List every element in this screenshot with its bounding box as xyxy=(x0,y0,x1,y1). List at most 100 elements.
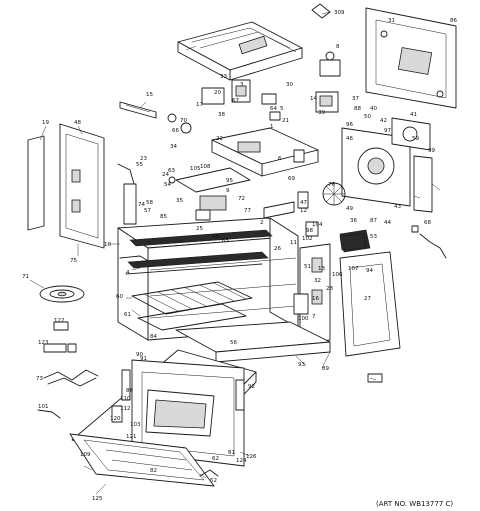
part-label: 76 xyxy=(328,182,335,188)
loose-parts-right xyxy=(339,225,447,383)
part-label: 71 xyxy=(22,274,29,280)
part-label: 64 xyxy=(270,106,277,112)
part-label: 53 xyxy=(370,234,377,240)
part-label: 89 xyxy=(322,366,329,372)
part-label: 81 xyxy=(228,450,235,456)
part-label: 112 xyxy=(120,406,131,412)
part-label: 62 xyxy=(212,456,219,462)
part-label: 47 xyxy=(300,200,307,206)
part-label: 9 xyxy=(226,188,230,194)
part-label: 102 xyxy=(302,236,313,242)
part-label: 66 xyxy=(172,128,179,134)
part-label: 125 xyxy=(92,496,103,502)
part-label: 120 xyxy=(110,416,121,422)
part-label: 84 xyxy=(150,334,157,340)
part-label: 51 xyxy=(304,264,311,270)
part-label: 122 xyxy=(54,318,65,324)
part-label: 59 xyxy=(412,136,419,142)
part-label: 109 xyxy=(80,452,91,458)
part-label: 73 xyxy=(36,376,43,382)
part-label: 123 xyxy=(38,340,49,346)
leader-lines xyxy=(29,11,441,495)
part-label: 103 xyxy=(130,422,141,428)
part-label: 23 xyxy=(140,156,147,162)
part-label: 54 xyxy=(164,182,171,188)
part-label: 124 xyxy=(236,458,247,464)
art-number-label: (ART NO. WB13777 C) xyxy=(376,500,453,508)
part-label: 52 xyxy=(210,478,217,484)
part-label: 107 xyxy=(348,266,359,272)
part-label: 8 xyxy=(336,44,340,50)
part-label: 13 xyxy=(318,266,325,272)
part-label: 38 xyxy=(218,112,225,118)
part-label: 16 xyxy=(312,296,319,302)
convection-fan-assembly xyxy=(322,117,433,213)
part-label: 96 xyxy=(346,122,353,128)
right-side-panels xyxy=(293,229,401,357)
part-label: 94 xyxy=(366,268,373,274)
part-label: 26 xyxy=(274,246,281,252)
part-label: 4 xyxy=(126,270,130,276)
part-label: 63 xyxy=(168,168,175,174)
part-label: 39 xyxy=(318,110,325,116)
part-label: 6 xyxy=(278,156,282,162)
part-label: 90 xyxy=(136,352,143,358)
back-panel xyxy=(365,7,457,109)
part-label: 15 xyxy=(146,92,153,98)
part-label: 7 xyxy=(312,314,316,320)
part-label: 1 xyxy=(270,124,274,130)
part-label: 40 xyxy=(370,106,377,112)
part-label: 85 xyxy=(160,214,167,220)
part-label: 77 xyxy=(244,208,251,214)
cavity-top xyxy=(175,127,319,219)
top-control-panel xyxy=(177,21,303,81)
part-label: 41 xyxy=(410,112,417,118)
part-label: 126 xyxy=(246,454,257,460)
part-label: 110 xyxy=(120,396,131,402)
part-label: 82 xyxy=(150,468,157,474)
part-label: 72 xyxy=(238,196,245,202)
part-label: 309 xyxy=(334,10,345,16)
control-relays xyxy=(201,51,341,113)
loose-parts-left xyxy=(37,285,99,419)
part-label: 46 xyxy=(346,136,353,142)
part-label: 69 xyxy=(288,176,295,182)
left-side-panels xyxy=(27,123,105,249)
part-label: 45 xyxy=(212,234,219,240)
part-label: 5 xyxy=(280,106,284,112)
part-label: 65 xyxy=(222,238,229,244)
part-label: 121 xyxy=(126,434,137,440)
part-label: 44 xyxy=(384,220,391,226)
part-label: 86 xyxy=(450,18,457,24)
part-label: 80 xyxy=(126,388,133,394)
oven-rack xyxy=(131,281,253,331)
part-label: 32 xyxy=(314,278,321,284)
part-label: 99 xyxy=(428,148,435,154)
part-label: 35 xyxy=(176,198,183,204)
part-label: 11 xyxy=(290,240,297,246)
part-label: 34 xyxy=(170,144,177,150)
part-label: 108 xyxy=(200,164,211,170)
part-labels: 309 1 2 3 4 5 6 7 8 9 10 11 12 13 14 15 … xyxy=(22,10,457,502)
part-label: 97 xyxy=(384,128,391,134)
part-label: 87 xyxy=(370,218,377,224)
part-label: 31 xyxy=(388,18,395,24)
part-label: 74 xyxy=(138,202,145,208)
part-label: 14 xyxy=(310,96,317,102)
part-label: 43 xyxy=(394,204,401,210)
part-label: 24 xyxy=(162,172,169,178)
part-label: 55 xyxy=(136,162,143,168)
bracket-309 xyxy=(311,3,331,19)
part-label: 93 xyxy=(298,362,305,368)
part-label: 58 xyxy=(146,200,153,206)
part-label: 19 xyxy=(42,120,49,126)
floor-trim xyxy=(175,321,331,363)
part-label: 68 xyxy=(424,220,431,226)
part-label: 49 xyxy=(346,206,353,212)
part-label: 60 xyxy=(116,294,123,300)
part-label: 106 xyxy=(332,272,343,278)
part-label: 48 xyxy=(74,120,81,126)
part-label: 36 xyxy=(350,218,357,224)
part-label: 17 xyxy=(196,102,203,108)
part-label: 27 xyxy=(364,296,371,302)
